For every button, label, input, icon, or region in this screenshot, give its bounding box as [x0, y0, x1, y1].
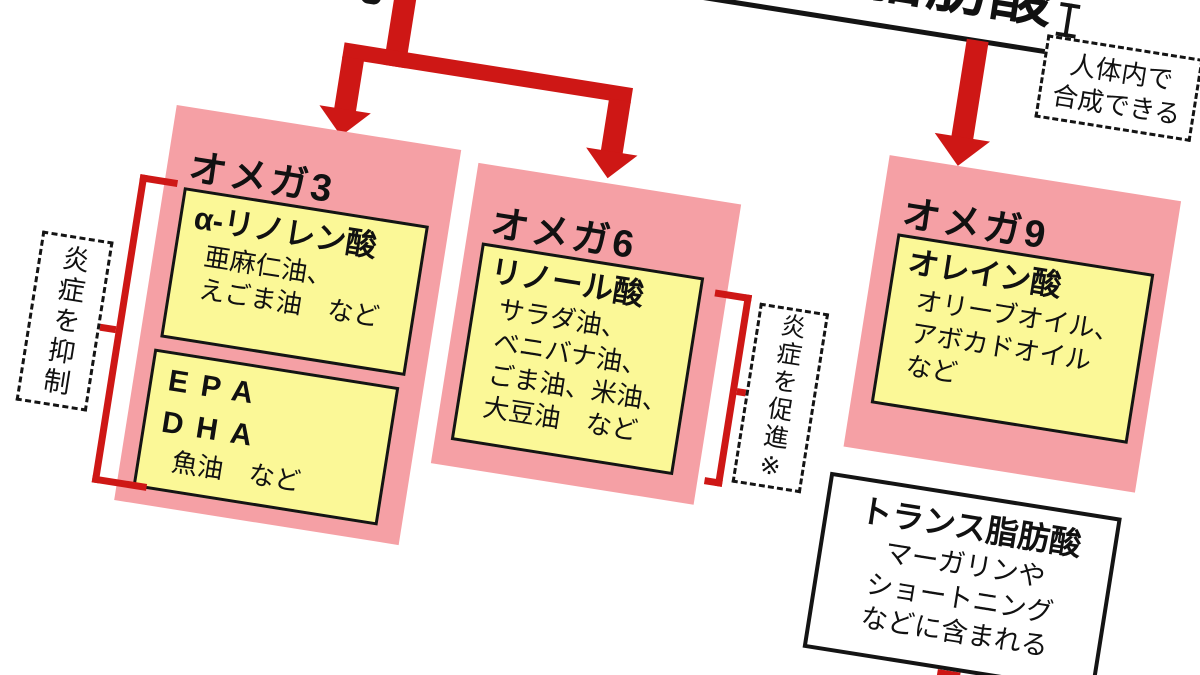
- branch-right-line: [600, 98, 631, 156]
- omega3-card-epa: EPA DHA 魚油 など: [132, 348, 400, 526]
- omega3-group: オメガ3 α-リノレン酸 亜麻仁油、 えごま油 など EPA DHA 魚油 など: [114, 104, 462, 546]
- omega9-group: オメガ9 オレイン酸 オリーブオイル、 アボカドオイル など: [843, 155, 1182, 493]
- omega6-card: リノール酸 サラダ油、 ベニバナ油、 ごま油、米油、 大豆油 など: [450, 242, 705, 476]
- bracket-right-bottom-stub: [703, 477, 723, 487]
- suppress-note-box: 炎症を抑制: [15, 230, 114, 412]
- glyph-fragment: [360, 0, 382, 6]
- branch-bar: [342, 42, 634, 104]
- promote-note-label: 炎症を促進※: [753, 310, 808, 486]
- omega9-card: オレイン酸 オリーブオイル、 アボカドオイル など: [870, 233, 1155, 444]
- omega3-card-alpha: α-リノレン酸 亜麻仁油、 えごま油 など: [160, 187, 429, 377]
- suppress-note-label: 炎症を抑制: [37, 242, 92, 400]
- trans-fat-box: トランス脂肪酸 マーガリンや ショートニング などに含まれる: [802, 471, 1122, 675]
- arrow-down-omega6-icon: [581, 147, 638, 183]
- branch-left-line: [333, 56, 365, 114]
- bracket-left-mid-stub: [98, 323, 117, 334]
- omega6-group: オメガ6 リノール酸 サラダ油、 ベニバナ油、 ごま油、米油、 大豆油 など: [430, 162, 742, 505]
- synthesis-note-box: 人体内で 合成できる: [1034, 34, 1200, 142]
- omega9-line: [951, 38, 989, 140]
